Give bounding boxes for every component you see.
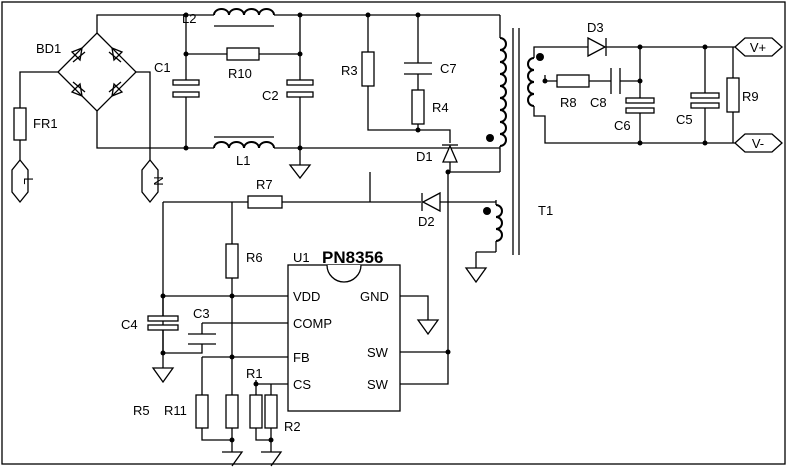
terminal-v-minus [734, 133, 783, 153]
capacitor-c1 [172, 79, 200, 98]
label-c8: C8 [590, 95, 607, 110]
label-bd1: BD1 [36, 41, 61, 56]
label-t1: T1 [538, 203, 553, 218]
resistor-r9 [726, 77, 740, 113]
terminal-v-plus [734, 37, 783, 57]
resistor-r5 [195, 394, 209, 429]
terminal-v-plus-label: V+ [750, 40, 766, 55]
label-d1: D1 [416, 149, 433, 164]
resistor-r2 [264, 394, 278, 429]
label-d2: D2 [418, 214, 435, 229]
capacitor-c7 [404, 62, 432, 75]
gnd-pin-wire [400, 295, 429, 320]
capacitor-c6 [625, 97, 655, 114]
label-c2: C2 [262, 88, 279, 103]
resistor-r3 [361, 51, 375, 87]
vdd-supply-wires [162, 201, 496, 353]
transformer-t1 [483, 15, 544, 255]
fuse-resistor-fr1 [13, 107, 27, 141]
label-fr1: FR1 [33, 116, 58, 131]
resistor-r1 [249, 394, 263, 429]
secondary-return-rail [533, 106, 735, 144]
label-l1: L1 [236, 153, 250, 168]
label-d3: D3 [587, 20, 604, 35]
chip-name: PN8356 [322, 248, 383, 267]
component-labels: L2 BD1 C1 R10 C2 L1 FR1 R3 C7 R4 D1 D2 D… [33, 11, 759, 434]
label-r3: R3 [341, 63, 358, 78]
label-l2: L2 [182, 11, 196, 26]
terminal-v-minus-label: V- [752, 136, 764, 151]
label-c5: C5 [676, 112, 693, 127]
terminal-n [141, 158, 159, 204]
label-c7: C7 [440, 61, 457, 76]
label-r11: R11 [164, 403, 187, 418]
capacitor-c5 [690, 92, 720, 109]
diode-d2 [421, 191, 441, 213]
ac-input-wires [19, 71, 151, 160]
pin-fb: FB [293, 350, 310, 365]
diode-d3 [587, 36, 607, 58]
label-r10: R10 [228, 66, 252, 81]
terminal-l-label: L [21, 177, 36, 184]
terminal-n-label: N [151, 176, 166, 185]
pin-gnd: GND [360, 289, 389, 304]
capacitor-c8 [610, 68, 621, 94]
label-r1: R1 [246, 366, 263, 381]
pin-sw-2: SW [367, 377, 389, 392]
inductor-l2 [213, 8, 275, 27]
sw-pin-wires [400, 172, 449, 385]
secondary-positive-rail [533, 46, 735, 58]
ic-u1 [287, 264, 401, 412]
pin-sw-1: SW [367, 345, 389, 360]
resistor-r6 [225, 243, 239, 279]
ground-c4 [151, 367, 175, 384]
ground-c2 [288, 164, 312, 180]
pin-vdd: VDD [293, 289, 320, 304]
label-r2: R2 [284, 419, 301, 434]
ground-r2 [261, 451, 283, 467]
label-c1: C1 [154, 60, 171, 75]
inductor-l1 [213, 136, 275, 152]
ground-gnd-pin [416, 319, 440, 336]
terminal-l [11, 158, 29, 204]
resistor-r8 [556, 74, 590, 88]
ground-r11 [222, 451, 244, 467]
pin-cs: CS [293, 377, 311, 392]
c3-leads [163, 323, 203, 354]
diode-d1 [442, 144, 458, 163]
resistor-r7 [247, 195, 283, 209]
label-r7: R7 [256, 177, 273, 192]
label-u1: U1 [293, 250, 310, 265]
label-r5: R5 [133, 403, 150, 418]
label-r9: R9 [742, 89, 759, 104]
bridge-rectifier-bd1 [57, 32, 137, 112]
resistor-r10 [226, 47, 260, 61]
resistor-r11 [225, 394, 239, 429]
resistor-r4 [411, 89, 425, 125]
label-c4: C4 [121, 317, 138, 332]
ground-aux [464, 267, 488, 284]
capacitor-c2 [286, 79, 314, 98]
aux-ground-wire [475, 251, 496, 268]
label-c3: C3 [193, 306, 210, 321]
capacitor-c4 [147, 315, 179, 331]
label-c6: C6 [614, 118, 631, 133]
capacitor-c3 [188, 333, 216, 345]
label-r6: R6 [246, 250, 263, 265]
label-r4: R4 [432, 100, 449, 115]
junction-dots [160, 12, 708, 443]
pin-comp: COMP [293, 316, 332, 331]
label-r8: R8 [560, 95, 577, 110]
